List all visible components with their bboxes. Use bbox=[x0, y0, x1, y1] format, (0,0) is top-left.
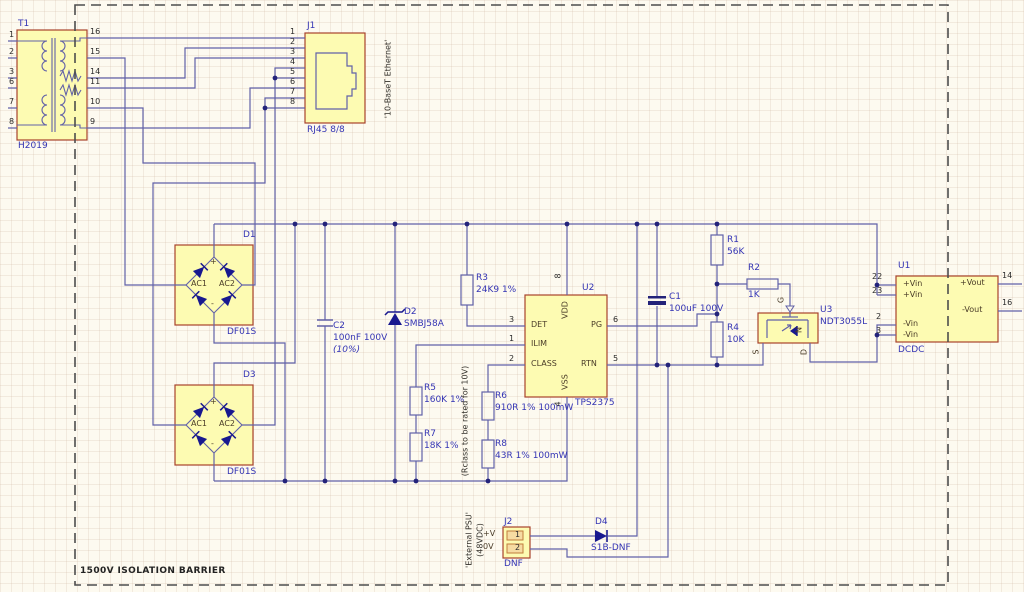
resistor-r6 bbox=[481, 391, 495, 421]
resistors-layer bbox=[409, 234, 779, 469]
resistor-r1 bbox=[710, 234, 724, 266]
isolation-barrier-boundary bbox=[74, 4, 949, 586]
resistor-r4 bbox=[710, 321, 724, 358]
bridge-d1-diodes bbox=[191, 262, 237, 307]
rj45-j1-symbol[interactable] bbox=[304, 32, 366, 124]
bridge-d3-symbol[interactable] bbox=[174, 384, 254, 466]
resistor-r5 bbox=[409, 386, 423, 416]
capacitor-c1-icon bbox=[648, 296, 666, 305]
resistor-r3 bbox=[460, 274, 474, 306]
rj45-jack-icon bbox=[315, 52, 357, 110]
bridge-d3-diodes bbox=[191, 402, 237, 447]
symbols-layer bbox=[17, 37, 809, 554]
dcdc-u1-symbol[interactable] bbox=[895, 275, 999, 343]
gate-arrow-icon bbox=[785, 305, 795, 313]
j2-pin-pads bbox=[506, 530, 524, 554]
diode-d4-icon bbox=[595, 530, 608, 542]
wires-layer bbox=[8, 37, 1022, 558]
resistor-r8 bbox=[481, 439, 495, 469]
ic-u2-symbol[interactable] bbox=[524, 294, 608, 398]
tvs-d2-icon bbox=[384, 308, 406, 325]
mosfet-u3-internals bbox=[766, 316, 809, 338]
resistor-r2 bbox=[746, 278, 779, 290]
resistor-r7 bbox=[409, 432, 423, 462]
junction-dots bbox=[262, 75, 880, 484]
capacitor-c2-icon bbox=[317, 319, 333, 327]
